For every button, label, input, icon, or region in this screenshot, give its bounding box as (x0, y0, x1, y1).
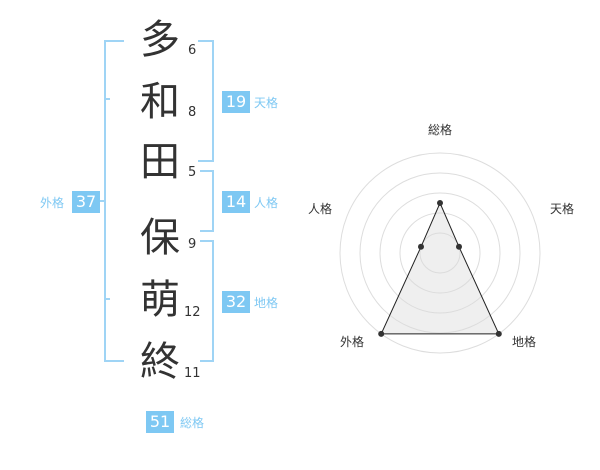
stroke-count-5: 12 (184, 305, 201, 320)
name-char-4: 保 (140, 215, 180, 261)
radar-label-jinkaku: 人格 (308, 202, 333, 216)
radar-label-tenkaku: 天格 (550, 202, 575, 216)
name-char-2: 和 (140, 79, 180, 125)
radar-value-polygon (380, 201, 500, 335)
chikaku-label: 地格 (254, 296, 279, 310)
radar-point-bottom_left (378, 330, 385, 337)
radar-ring-4 (359, 172, 521, 334)
gaikaku-bracket-mid-tick-1 (104, 98, 110, 100)
radar-ring-2 (399, 212, 481, 294)
name-char-6: 終 (140, 339, 180, 385)
gaikaku-bracket-mid-tick-2 (104, 298, 110, 300)
radar-point-bottom_right (495, 330, 502, 337)
radar-point-top (437, 200, 443, 206)
stroke-count-6: 11 (184, 366, 201, 381)
radar-ring-1 (419, 232, 461, 274)
name-char-5: 萌 (140, 277, 180, 323)
radar-label-gaikaku: 外格 (340, 335, 365, 349)
tenkaku-bracket (198, 40, 214, 162)
chikaku-bracket (200, 240, 214, 362)
chikaku-value: 32 (222, 291, 250, 313)
name-char-1: 多 (140, 17, 180, 63)
stroke-count-2: 8 (188, 105, 197, 120)
stroke-count-3: 5 (188, 165, 197, 180)
radar-point-left (418, 243, 424, 250)
tenkaku-value: 19 (222, 91, 250, 113)
soukaku-label: 総格 (180, 416, 205, 430)
jinkaku-label: 人格 (254, 196, 279, 210)
tenkaku-label: 天格 (254, 96, 279, 110)
radar-label-chikaku: 地格 (512, 335, 537, 349)
soukaku-value: 51 (146, 411, 174, 433)
stroke-count-1: 6 (188, 43, 197, 58)
radar-ring-3 (379, 192, 501, 314)
gaikaku-value: 37 (72, 191, 100, 213)
name-char-3: 田 (140, 139, 180, 185)
stroke-count-4: 9 (188, 237, 197, 252)
gaikaku-label: 外格 (40, 196, 65, 210)
gaikaku-bracket (104, 40, 124, 362)
jinkaku-bracket (200, 170, 214, 232)
radar-point-right (456, 243, 462, 250)
radar-chart (339, 152, 541, 354)
jinkaku-value: 14 (222, 191, 250, 213)
radar-ring-5 (339, 152, 541, 354)
radar-label-soukaku: 総格 (428, 123, 453, 137)
